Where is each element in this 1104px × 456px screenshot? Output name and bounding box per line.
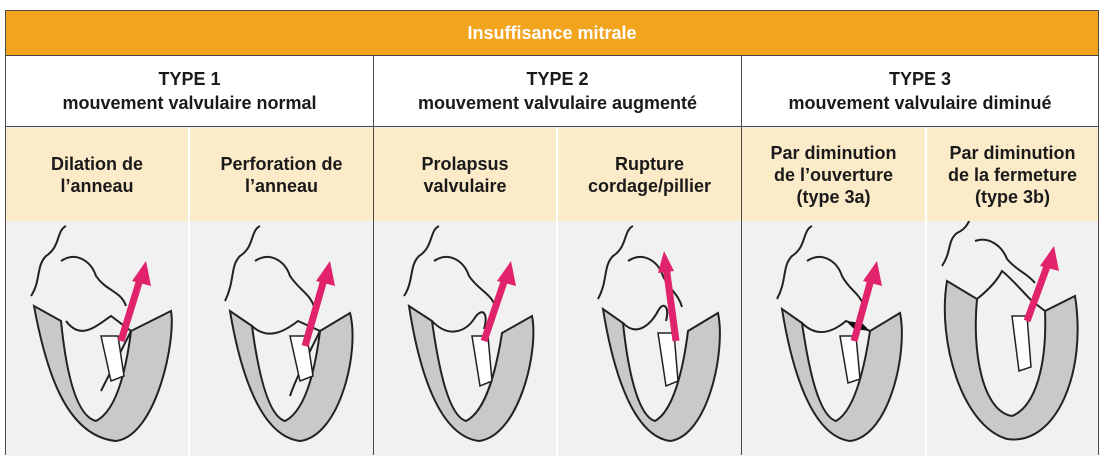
subtype-perforation-label: Perforation de l’anneau — [220, 153, 342, 197]
type-1-name: TYPE 1 — [158, 67, 220, 91]
subtype-dilation-label: Dilation de l’anneau — [51, 153, 143, 197]
subtype-3a: Par diminution de l’ouverture (type 3a) — [742, 128, 925, 221]
illustration-3b — [927, 221, 1098, 456]
type-3-desc: mouvement valvulaire diminué — [788, 91, 1051, 115]
illustration-3a — [742, 221, 925, 456]
heart-restricted-opening-icon — [742, 221, 925, 456]
illustration-perforation — [190, 221, 373, 456]
type-2-name: TYPE 2 — [526, 67, 588, 91]
illustration-rupture — [558, 221, 741, 456]
subtype-rupture-label: Rupture cordage/pillier — [588, 153, 711, 197]
type-2-header: TYPE 2 mouvement valvulaire augmenté — [374, 56, 741, 127]
divider-type-2-3 — [741, 56, 742, 455]
type-1-desc: mouvement valvulaire normal — [62, 91, 316, 115]
subtype-3b-label: Par diminution de la fermeture (type 3b) — [948, 142, 1077, 208]
subtype-prolapse-label: Prolapsus valvulaire — [421, 153, 508, 197]
illustration-dilation — [6, 221, 188, 456]
divider-sub-3 — [925, 128, 927, 455]
type-3-name: TYPE 3 — [889, 67, 951, 91]
heart-prolapse-icon — [374, 221, 556, 456]
divider-sub-2 — [556, 128, 558, 455]
type-2-desc: mouvement valvulaire augmenté — [418, 91, 697, 115]
table-title: Insuffisance mitrale — [6, 11, 1098, 56]
type-1-header: TYPE 1 mouvement valvulaire normal — [6, 56, 373, 127]
heart-perforation-icon — [190, 221, 373, 456]
illustration-prolapse — [374, 221, 556, 456]
subtype-rupture: Rupture cordage/pillier — [558, 128, 741, 221]
subtype-3a-label: Par diminution de l’ouverture (type 3a) — [771, 142, 897, 208]
mitral-insufficiency-table: Insuffisance mitrale TYPE 1 mouvement va… — [5, 10, 1099, 455]
subtype-perforation: Perforation de l’anneau — [190, 128, 373, 221]
subtype-dilation: Dilation de l’anneau — [6, 128, 188, 221]
subtype-prolapse: Prolapsus valvulaire — [374, 128, 556, 221]
heart-dilation-icon — [6, 221, 188, 456]
subtype-3b: Par diminution de la fermeture (type 3b) — [927, 128, 1098, 221]
heart-chordae-rupture-icon — [558, 221, 741, 456]
divider-sub-1 — [188, 128, 190, 455]
heart-restricted-closure-icon — [927, 221, 1098, 456]
type-3-header: TYPE 3 mouvement valvulaire diminué — [742, 56, 1098, 127]
divider-type-1-2 — [373, 56, 374, 455]
